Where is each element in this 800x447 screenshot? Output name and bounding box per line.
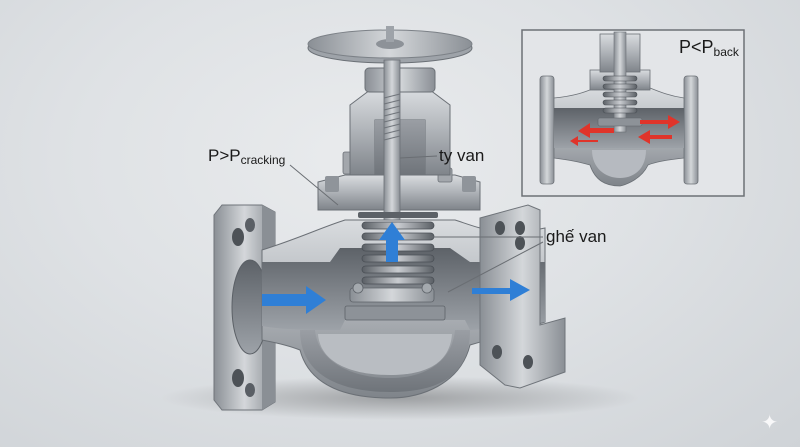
cracking-pressure-prefix: P>P: [208, 146, 241, 165]
backflow-pressure-prefix: P<P: [679, 37, 714, 57]
flow-arrows: [262, 222, 530, 314]
cracking-pressure-label: P>Pcracking: [208, 147, 285, 166]
backflow-pressure-label: P<Pback: [679, 38, 739, 58]
sparkle-icon: ✦: [761, 412, 778, 434]
outlet-flange: [479, 204, 566, 389]
inlet-flow-arrow: [262, 286, 326, 314]
backflow-arrows: [570, 115, 680, 146]
stem-label: ty van: [439, 146, 485, 165]
valve-seat: [344, 282, 446, 321]
stem: [383, 59, 401, 221]
outlet-flow-arrow: [472, 279, 530, 301]
backflow-pressure-subscript: back: [713, 45, 739, 59]
leader-seat-lower: [447, 241, 544, 293]
leader-lines: [289, 155, 544, 293]
inset-backflow-illustration: [521, 29, 745, 197]
cracking-pressure-subscript: cracking: [240, 153, 286, 167]
leader-cracking: [289, 164, 339, 206]
handwheel: [307, 26, 473, 64]
seat-label: ghế van: [546, 227, 607, 246]
lift-flow-arrow: [379, 222, 405, 262]
leader-stem: [399, 155, 438, 159]
